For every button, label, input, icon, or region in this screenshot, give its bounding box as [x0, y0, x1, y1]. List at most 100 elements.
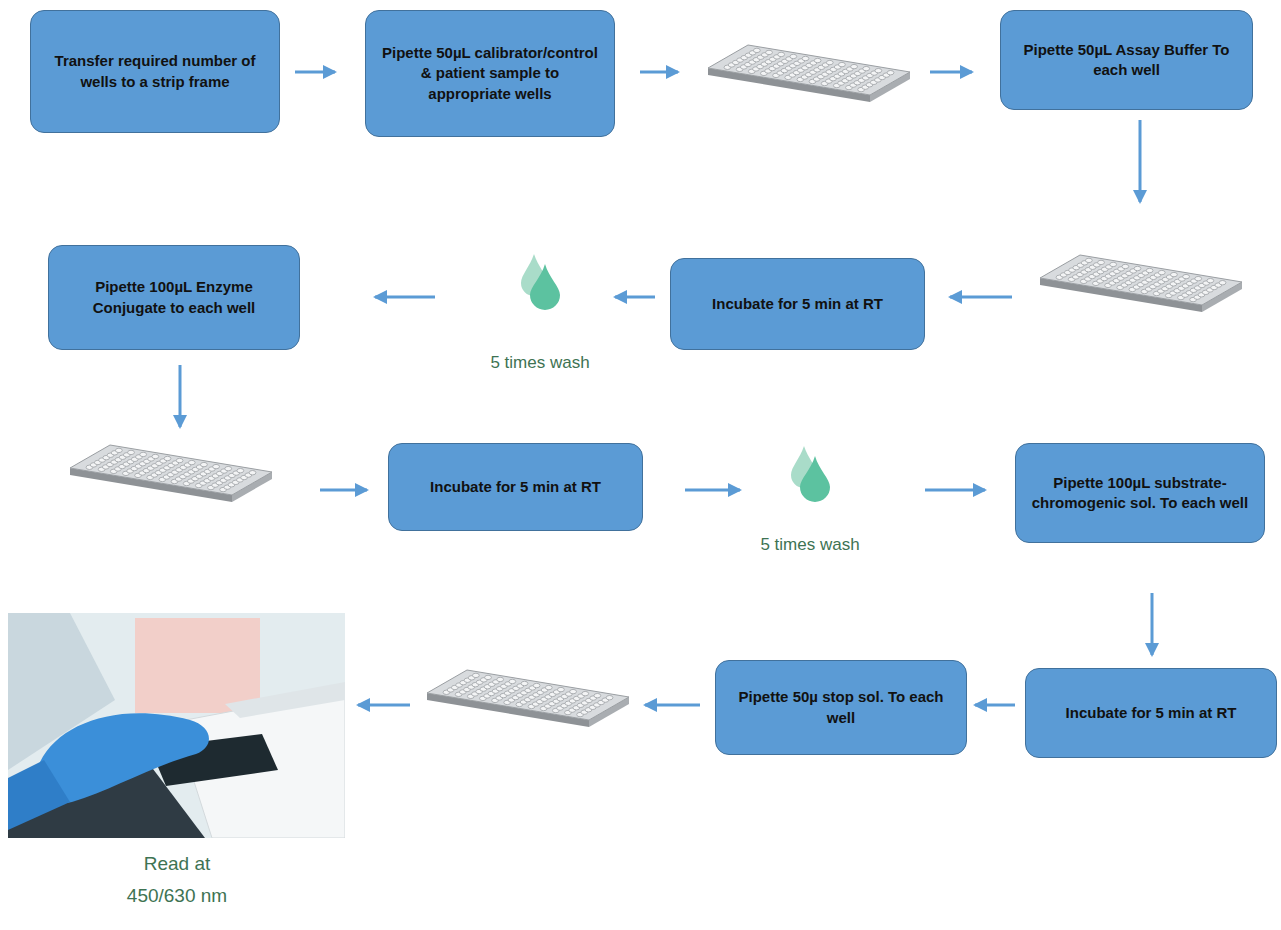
microplate [70, 445, 272, 502]
drop-icon [480, 248, 600, 318]
connector-layer [295, 72, 1152, 705]
step-text: Pipette 50µL Assay Buffer To each well [1015, 40, 1238, 81]
plate-well [213, 464, 220, 468]
process-box: Pipette 50µ stop sol. To each well [715, 660, 967, 755]
plate-well [1122, 264, 1129, 268]
flow-arrow [640, 71, 678, 74]
plate-well [887, 70, 894, 74]
flow-arrow [1151, 593, 1154, 655]
plate-well [521, 681, 528, 685]
flow-arrow [320, 489, 367, 492]
process-box: Pipette 50µL Assay Buffer To each well [1000, 10, 1253, 110]
plate-well [237, 468, 244, 472]
plate-well [1219, 280, 1226, 284]
reader-top [225, 682, 345, 718]
plate-well [863, 66, 870, 70]
plate-well [1183, 274, 1190, 278]
step-text: Incubate for 5 min at RT [1066, 703, 1237, 723]
step-text: Pipette 100µL substrate-chromogenic sol.… [1030, 473, 1250, 514]
flow-arrow [358, 704, 410, 707]
process-box: Pipette 100µL Enzyme Conjugate to each w… [48, 245, 300, 350]
plate-well [115, 448, 122, 452]
plate-well [152, 454, 159, 458]
microplate [427, 670, 629, 727]
drop-shape [530, 264, 560, 310]
drop-icon [750, 440, 870, 510]
flow-arrow [1139, 120, 1142, 202]
process-box: Pipette 50µL calibrator/control & patien… [365, 10, 615, 137]
step-caption: 5 times wash [490, 353, 589, 373]
flow-arrow [615, 296, 655, 299]
drop-shape [800, 456, 830, 502]
plate-well [225, 466, 232, 470]
flow-arrow [685, 489, 740, 492]
plate-well [875, 68, 882, 72]
plate-well [1085, 258, 1092, 262]
plate-well [766, 50, 773, 54]
plate-well [839, 62, 846, 66]
process-box: Transfer required number of wells to a s… [30, 10, 280, 133]
plate-well [802, 56, 809, 60]
step-text: Transfer required number of wells to a s… [45, 51, 265, 92]
step-text: Pipette 50µL calibrator/control & patien… [380, 43, 600, 104]
plate-top [708, 45, 910, 95]
plate-well [1098, 260, 1105, 264]
plate-well [497, 677, 504, 681]
plate-top [1040, 255, 1242, 305]
plate-well [778, 52, 785, 56]
plate-well [472, 673, 479, 677]
plate-well [1195, 276, 1202, 280]
flow-arrow [950, 296, 1012, 299]
flow-arrow [375, 296, 435, 299]
microplate-group [70, 45, 1242, 727]
wash-step: 5 times wash [750, 440, 870, 555]
process-box: Incubate for 5 min at RT [1025, 668, 1277, 758]
plate-well [188, 460, 195, 464]
microplate [708, 45, 910, 102]
step-text: Pipette 100µL Enzyme Conjugate to each w… [63, 277, 285, 318]
glove-hand [39, 713, 209, 803]
plate-reader-photo [8, 613, 345, 838]
plate-well [164, 456, 171, 460]
plate-well [533, 683, 540, 687]
plate-well [249, 470, 256, 474]
flow-arrow [645, 704, 700, 707]
step-text: Incubate for 5 min at RT [430, 477, 601, 497]
plate-well [606, 695, 613, 699]
plate-well [128, 450, 135, 454]
plate-well [1171, 272, 1178, 276]
plate-well [1110, 262, 1117, 266]
plate-well [826, 60, 833, 64]
plate-well [485, 675, 492, 679]
photo-background [8, 613, 345, 838]
step-text: Incubate for 5 min at RT [712, 294, 883, 314]
plate-well [753, 48, 760, 52]
plate-well [582, 691, 589, 695]
flow-arrow [975, 704, 1015, 707]
process-box: Pipette 100µL substrate-chromogenic sol.… [1015, 443, 1265, 543]
plate-well [176, 458, 183, 462]
screen-shape [135, 618, 260, 713]
process-box: Incubate for 5 min at RT [670, 258, 925, 350]
step-text: Pipette 50µ stop sol. To each well [730, 687, 952, 728]
plate-well [1207, 278, 1214, 282]
plate-top [427, 670, 629, 720]
flow-arrow [179, 365, 182, 427]
plate-well [545, 685, 552, 689]
plate-well [570, 689, 577, 693]
glove-cuff [8, 760, 70, 830]
plate-well [558, 687, 565, 691]
flow-arrow [295, 71, 335, 74]
reader-caption: Read at 450/630 nm [112, 848, 242, 913]
plate-well [1134, 266, 1141, 270]
plate-well [201, 462, 208, 466]
wash-step: 5 times wash [480, 248, 600, 373]
plate-well [1146, 268, 1153, 272]
plate-top [70, 445, 272, 495]
plate-well [140, 452, 147, 456]
plate-well [851, 64, 858, 68]
plate-well [594, 693, 601, 697]
flow-arrow [925, 489, 985, 492]
process-box: Incubate for 5 min at RT [388, 443, 643, 531]
